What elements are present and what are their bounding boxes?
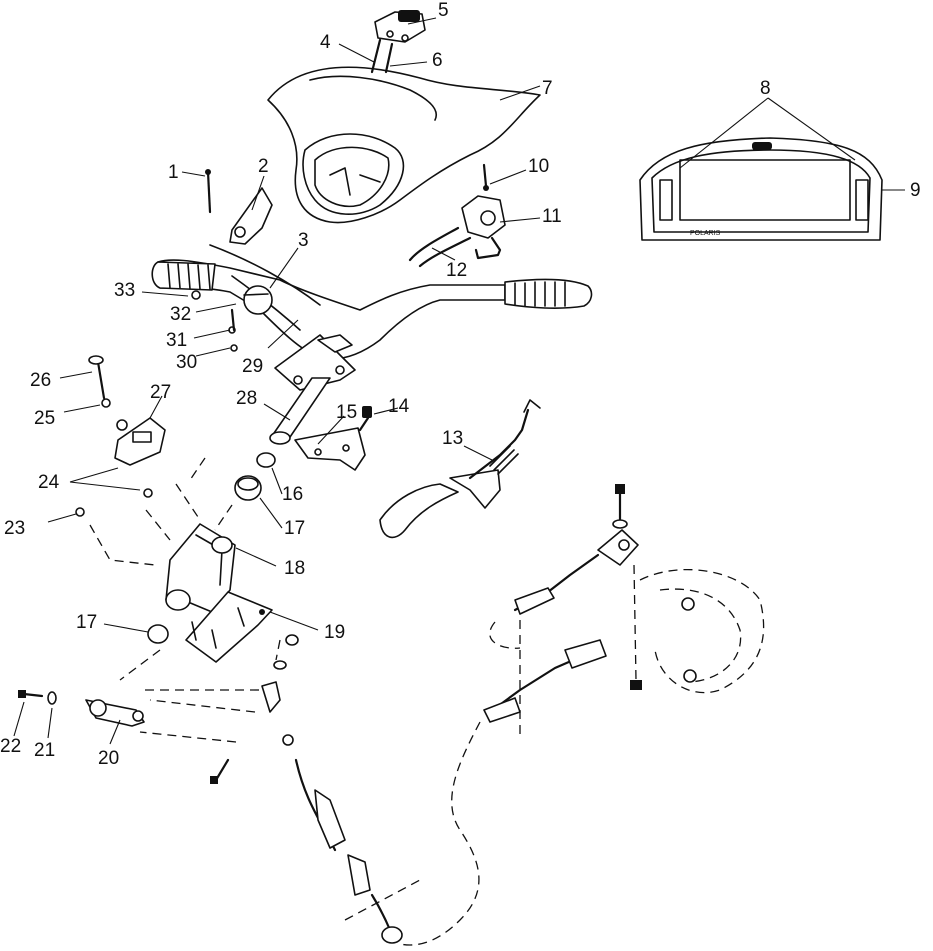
callout-9: 9 xyxy=(910,180,921,201)
callout-24: 24 xyxy=(38,472,60,493)
callout-15: 15 xyxy=(336,402,357,423)
throttle-housing xyxy=(408,195,506,268)
callout-25: 25 xyxy=(34,408,55,429)
bracket-mount xyxy=(205,169,273,245)
steering-post xyxy=(269,334,356,445)
screw xyxy=(482,163,489,191)
callout-20: 20 xyxy=(98,748,119,769)
callout-23: 23 xyxy=(4,518,25,539)
gauge-brand: POLARIS xyxy=(690,230,721,237)
plate-assembly xyxy=(75,355,166,517)
callout-31: 31 xyxy=(166,330,187,351)
bushings xyxy=(147,452,276,644)
callout-28: 28 xyxy=(236,388,257,409)
callout-labels: 1 2 3 4 5 6 7 8 9 10 11 12 13 14 15 16 1… xyxy=(0,0,921,769)
callout-18: 18 xyxy=(284,558,305,579)
callout-4: 4 xyxy=(320,32,331,53)
tie-rod-end xyxy=(261,634,403,944)
mount-bracket xyxy=(294,406,372,471)
callout-5: 5 xyxy=(438,0,449,21)
cable-assembly-right xyxy=(399,484,765,946)
switch-assembly xyxy=(370,10,426,74)
callout-26: 26 xyxy=(30,370,51,391)
small-hardware xyxy=(191,290,238,352)
callout-16: 16 xyxy=(282,484,303,505)
callout-30: 30 xyxy=(176,352,197,373)
callout-22: 22 xyxy=(0,736,21,757)
callout-17-lower: 17 xyxy=(76,612,97,633)
callout-19: 19 xyxy=(324,622,345,643)
callout-17-upper: 17 xyxy=(284,518,305,539)
callout-32: 32 xyxy=(170,304,191,325)
callout-1: 1 xyxy=(168,162,179,183)
callout-12: 12 xyxy=(446,260,467,281)
callout-2: 2 xyxy=(258,156,269,177)
callout-13: 13 xyxy=(442,428,463,449)
callout-6: 6 xyxy=(432,50,443,71)
callout-33: 33 xyxy=(114,280,135,301)
assembly-guides xyxy=(89,457,421,921)
leader-lines xyxy=(13,17,905,745)
callout-3: 3 xyxy=(298,230,309,251)
steering-block xyxy=(165,523,273,663)
callout-11: 11 xyxy=(542,206,562,227)
callout-21: 21 xyxy=(34,740,55,761)
handlebar xyxy=(151,244,593,360)
callout-8: 8 xyxy=(760,78,771,99)
callout-10: 10 xyxy=(528,156,549,177)
brake-lever xyxy=(379,399,541,539)
pitman-arm xyxy=(18,690,230,784)
gauge-cluster: POLARIS xyxy=(639,137,883,241)
callout-7: 7 xyxy=(542,78,553,99)
callout-27: 27 xyxy=(150,382,171,403)
callout-14: 14 xyxy=(388,396,410,417)
callout-29: 29 xyxy=(242,356,263,377)
handlebar-cover xyxy=(267,66,541,224)
